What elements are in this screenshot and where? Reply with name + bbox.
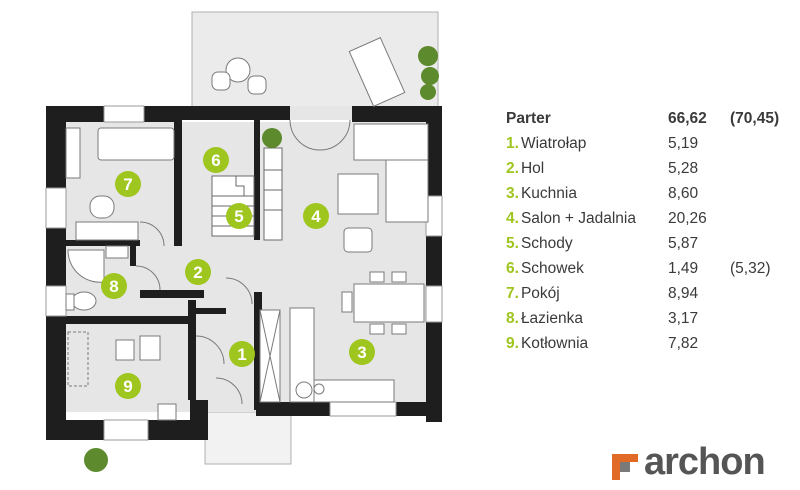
legend-row: 6.Schowek 1,49 (5,32) <box>506 258 771 280</box>
legend-row: 7.Pokój 8,94 <box>506 283 698 305</box>
legend-row-name: Kotłownia <box>520 335 589 352</box>
legend-row-area-alt: (5,32) <box>730 260 771 277</box>
room-marker-9: 9 <box>115 373 141 399</box>
legend-row-number: 8. <box>506 310 519 327</box>
svg-text:4: 4 <box>311 207 321 226</box>
archon-logo-text: archon <box>644 441 766 483</box>
legend-row-number: 9. <box>506 335 519 352</box>
legend-row-name: Salon + Jadalnia <box>520 210 636 227</box>
legend-row: 9.Kotłownia 7,82 <box>506 333 698 355</box>
svg-text:1: 1 <box>237 345 246 364</box>
legend-row: 5.Schody 5,87 <box>506 233 698 255</box>
legend-row-name: Łazienka <box>520 310 583 327</box>
room-markers: 1 2 3 4 5 6 7 8 9 <box>101 147 375 399</box>
legend-row-number: 3. <box>506 185 519 202</box>
legend-row-area: 5,19 <box>668 135 699 152</box>
legend-header-area-alt: (70,45) <box>730 110 780 127</box>
svg-text:3: 3 <box>357 343 366 362</box>
legend-row: 3.Kuchnia 8,60 <box>506 183 698 205</box>
room-marker-5: 5 <box>226 203 252 229</box>
svg-text:6: 6 <box>211 151 220 170</box>
room-marker-1: 1 <box>229 341 255 367</box>
legend-row-area: 5,87 <box>668 235 699 252</box>
legend-row: 2.Hol 5,28 <box>506 158 698 180</box>
legend-row-name: Kuchnia <box>520 185 577 202</box>
legend-row-area: 3,17 <box>668 310 699 327</box>
legend-row: 8.Łazienka 3,17 <box>506 308 698 330</box>
svg-text:2: 2 <box>193 263 202 282</box>
terrace-bottom <box>204 411 292 465</box>
legend-row-name: Hol <box>520 160 545 177</box>
legend-header: Parter 66,62 (70,45) <box>506 108 779 130</box>
legend-row-area: 1,49 <box>668 260 699 277</box>
legend-row: 1.Wiatrołap 5,19 <box>506 133 698 155</box>
furniture <box>65 37 429 421</box>
svg-text:5: 5 <box>234 207 243 226</box>
legend-row-number: 6. <box>506 260 519 277</box>
legend-row-name: Pokój <box>520 285 560 302</box>
svg-text:9: 9 <box>123 377 132 396</box>
room-marker-2: 2 <box>185 259 211 285</box>
svg-text:8: 8 <box>109 277 118 296</box>
legend-row-area: 7,82 <box>668 335 699 352</box>
legend-row-number: 7. <box>506 285 519 302</box>
legend-row-area: 8,60 <box>668 185 699 202</box>
legend-row-name: Schody <box>520 235 573 252</box>
legend-row-number: 2. <box>506 160 519 177</box>
legend-row-name: Wiatrołap <box>520 135 587 152</box>
floor-areas <box>64 122 428 412</box>
room-marker-6: 6 <box>203 147 229 173</box>
legend-row-number: 5. <box>506 235 519 252</box>
room-marker-8: 8 <box>101 273 127 299</box>
room-marker-4: 4 <box>303 203 329 229</box>
plants <box>84 46 439 472</box>
legend-row-area: 5,28 <box>668 160 699 177</box>
doors <box>135 119 351 405</box>
legend-row-area: 20,26 <box>668 210 707 227</box>
archon-logo-icon <box>612 454 638 480</box>
legend-row: 4.Salon + Jadalnia 20,26 <box>506 208 707 230</box>
legend-row-name: Schowek <box>520 260 584 277</box>
room-marker-7: 7 <box>115 171 141 197</box>
legend-header-label: Parter <box>506 110 551 127</box>
legend-row-area: 8,94 <box>668 285 699 302</box>
legend-row-number: 1. <box>506 135 519 152</box>
legend-row-number: 4. <box>506 210 519 227</box>
room-marker-3: 3 <box>349 339 375 365</box>
svg-text:7: 7 <box>123 175 132 194</box>
legend-header-area: 66,62 <box>668 110 707 127</box>
